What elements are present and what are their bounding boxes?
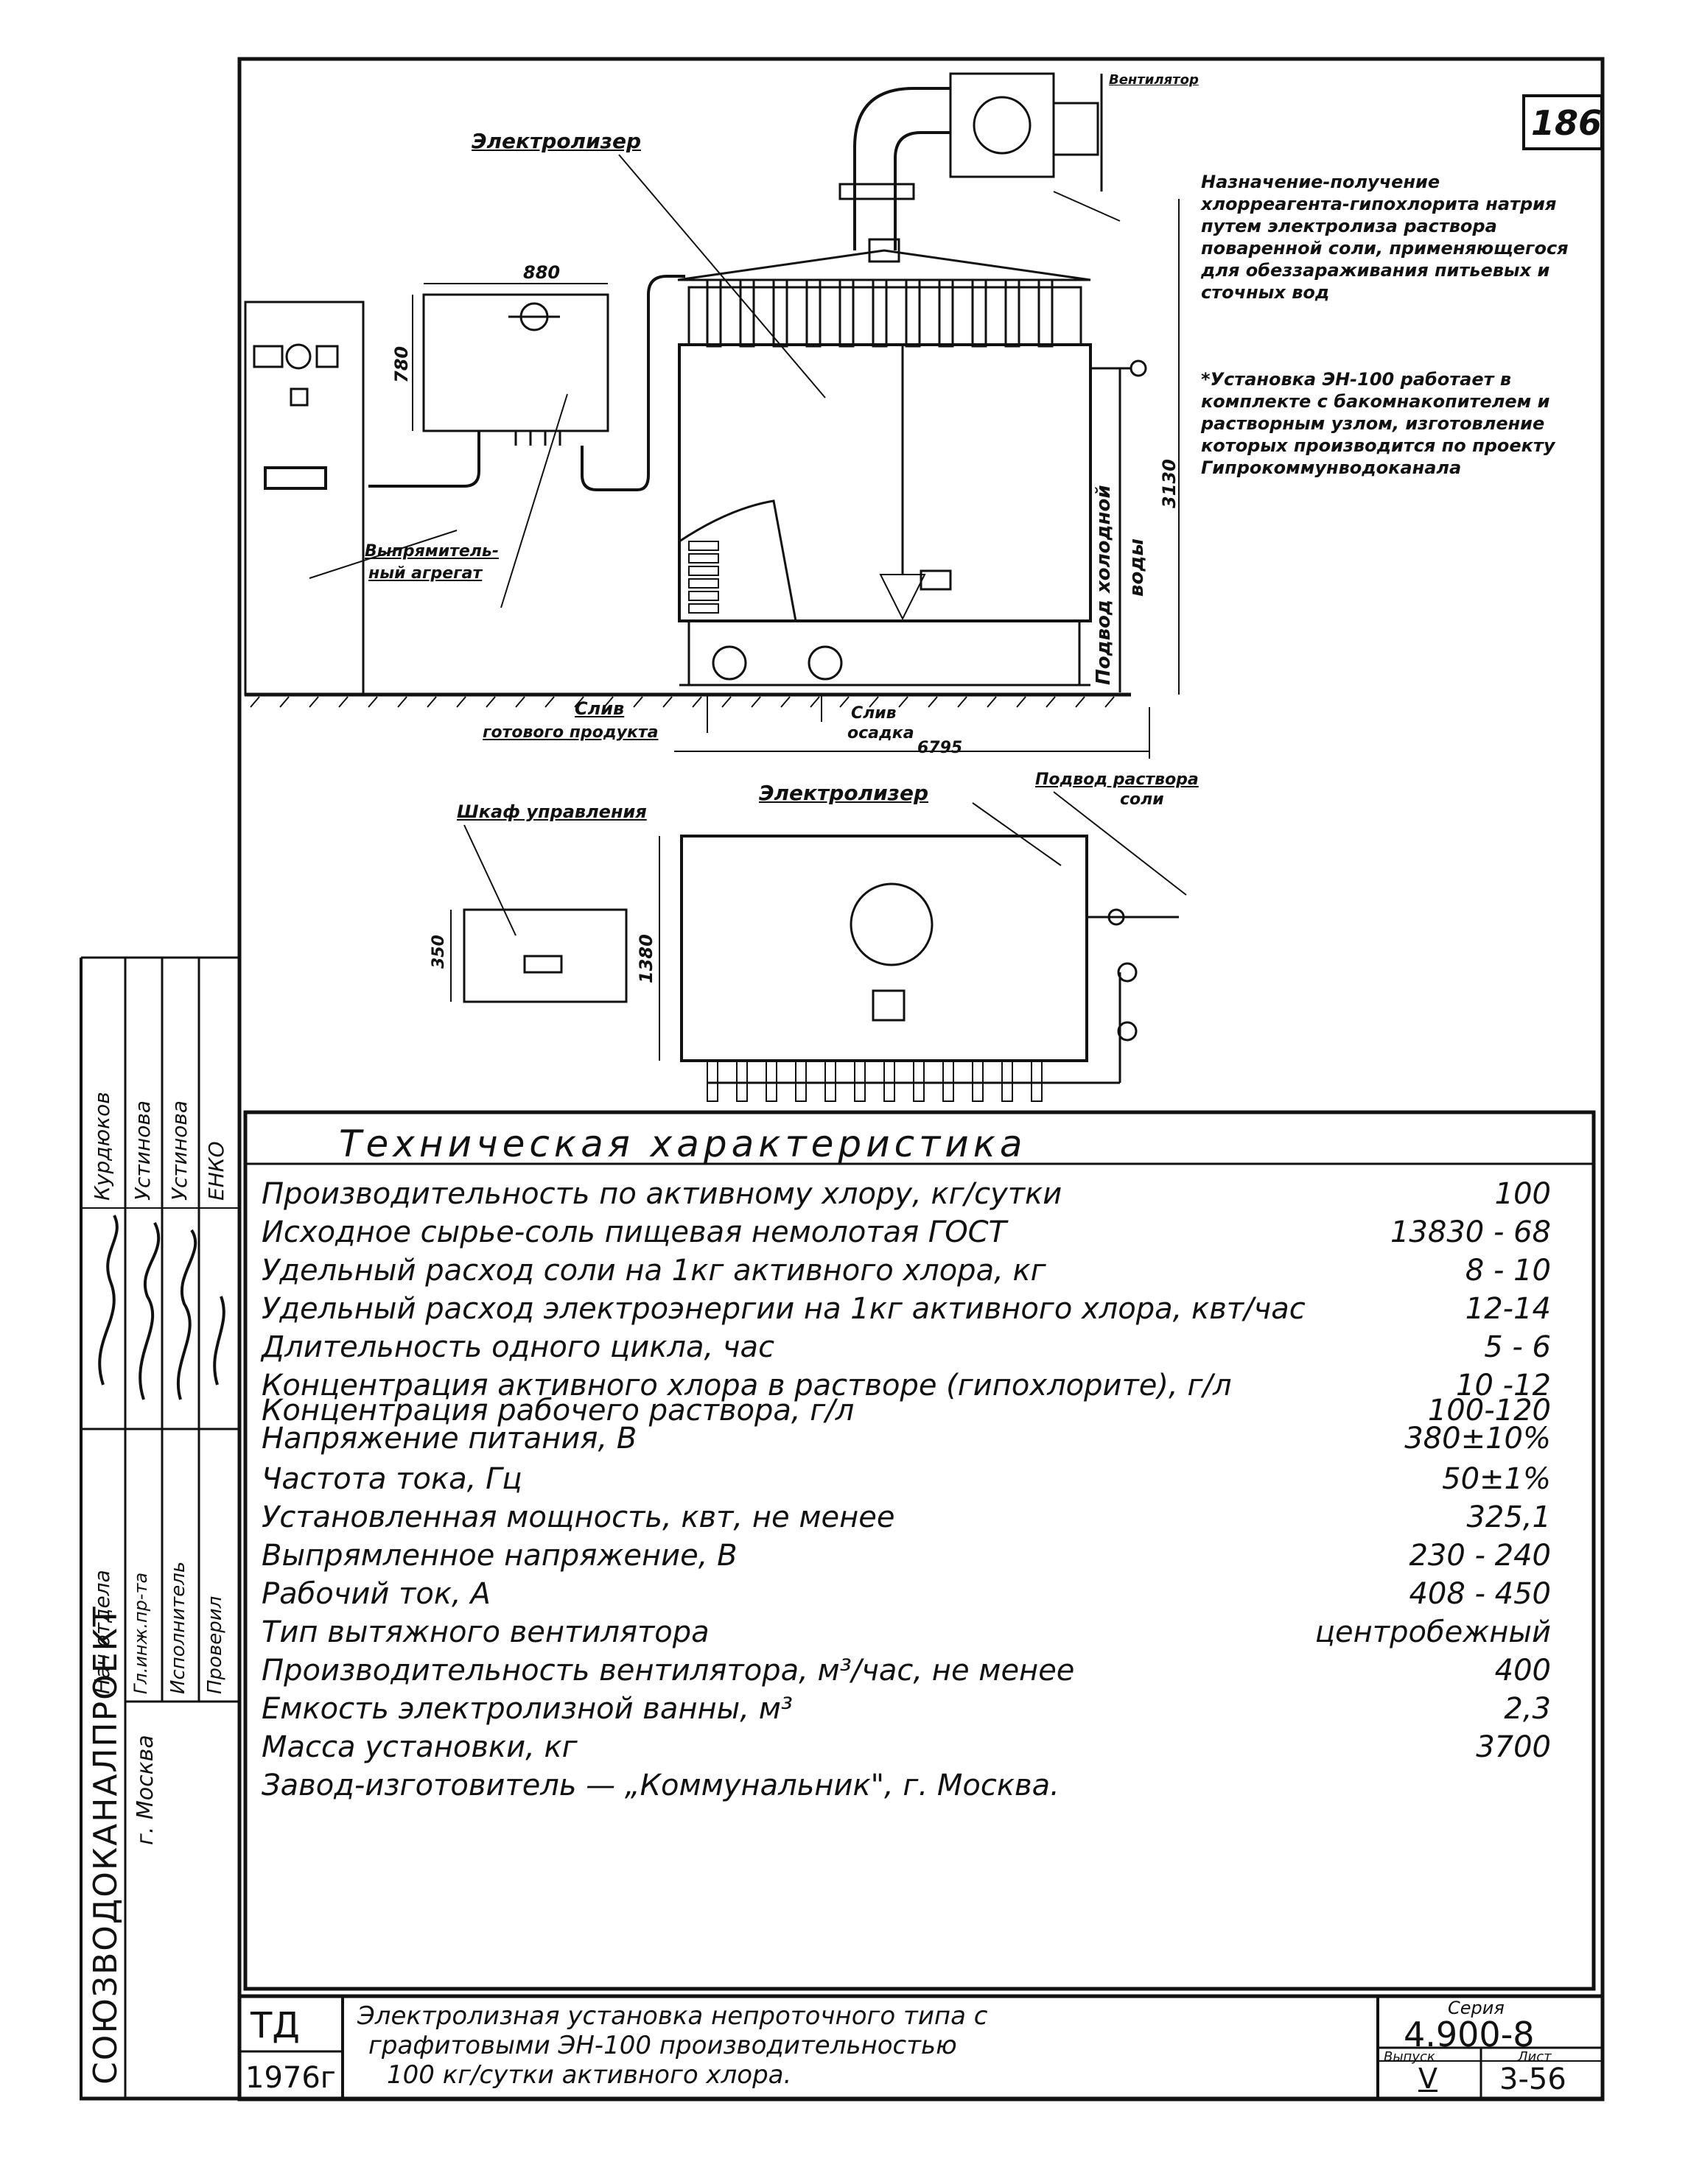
spec-row: Производительность по активному хлору, к…: [262, 1177, 1551, 1215]
label-rectifier-1: Выпрямитель-: [365, 542, 499, 561]
label-salt-solution-1: Подвод раствора: [1035, 770, 1199, 789]
label-control-cabinet: Шкаф управления: [457, 801, 647, 822]
spec-row: Частота тока, Гц 50±1%: [262, 1462, 1551, 1500]
dim-1380: 1380: [636, 934, 656, 983]
dim-350: 350: [430, 935, 448, 969]
spec-label: Производительность вентилятора, м³/час, …: [262, 1654, 1075, 1688]
spec-value: 10 -12: [1456, 1369, 1551, 1402]
spec-row: Исходное сырье-соль пищевая немолотая ГО…: [262, 1215, 1551, 1254]
spec-row: Тип вытяжного вентилятора центробежный: [262, 1615, 1551, 1654]
spec-label: Напряжение питания, В: [262, 1422, 637, 1456]
dim-780: 780: [391, 345, 412, 383]
spec-label: Длительность одного цикла, час: [262, 1330, 775, 1364]
spec-value: 13830 - 68: [1390, 1215, 1551, 1249]
spec-label: Выпрямленное напряжение, В: [262, 1539, 738, 1573]
spec-value: 230 - 240: [1409, 1539, 1551, 1573]
spec-label: Концентрация рабочего раствора, г/л: [262, 1394, 855, 1428]
spec-label: Исходное сырье-соль пищевая немолотая ГО…: [262, 1215, 1007, 1249]
side-name: Устинова: [167, 1100, 192, 1201]
spec-value: 100-120: [1427, 1394, 1551, 1428]
spec-value: 380±10%: [1404, 1422, 1551, 1456]
tb-code: ТД: [251, 2005, 300, 2046]
label-rectifier-2: ный агрегат: [368, 564, 483, 583]
label-drain-product-2: готового продукта: [483, 723, 659, 742]
spec-value: 3700: [1476, 1730, 1551, 1764]
spec-value: 50±1%: [1442, 1462, 1551, 1496]
spec-value: 2,3: [1504, 1692, 1551, 1726]
tb-sheet-label: Лист: [1518, 2049, 1552, 2065]
label-drain-sludge-1: Слив: [851, 704, 897, 723]
side-name: Устинова: [130, 1100, 155, 1201]
spec-value: 100: [1494, 1177, 1551, 1211]
side-name: ЕНКО: [204, 1141, 228, 1201]
label-drain-product-1: Слив: [575, 698, 625, 719]
tb-issue-label: Выпуск: [1384, 2049, 1435, 2065]
side-role: Проверил: [204, 1595, 226, 1694]
spec-label: Производительность по активному хлору, к…: [262, 1177, 1062, 1211]
spec-label: Завод-изготовитель — „Коммунальник", г. …: [262, 1769, 1060, 1802]
spec-title: Техническая характеристика: [339, 1123, 1027, 1165]
spec-value: 408 - 450: [1409, 1577, 1551, 1611]
spec-value: центробежный: [1314, 1615, 1551, 1649]
spec-row: Завод-изготовитель — „Коммунальник", г. …: [262, 1769, 1551, 1807]
label-salt-solution-2: соли: [1120, 790, 1164, 809]
label-cold-water-1: Подвод холодной: [1093, 485, 1115, 685]
label-ventilator: Вентилятор: [1109, 72, 1199, 88]
label-cold-water-2: воды: [1126, 538, 1148, 597]
spec-row: Емкость электролизной ванны, м³ 2,3: [262, 1692, 1551, 1730]
tb-issue: V: [1418, 2062, 1437, 2095]
spec-value: 12-14: [1465, 1292, 1551, 1326]
spec-label: Концентрация активного хлора в растворе …: [262, 1369, 1232, 1402]
spec-label: Установленная мощность, квт, не менее: [262, 1500, 895, 1534]
tb-description-3: 100 кг/сутки активного хлора.: [387, 2060, 792, 2090]
spec-label: Частота тока, Гц: [262, 1462, 522, 1496]
dim-880: 880: [523, 262, 561, 283]
spec-row: Удельный расход электроэнергии на 1кг ак…: [262, 1292, 1551, 1330]
tb-series-label: Серия: [1448, 1998, 1505, 2018]
tb-sheet: 3-56: [1499, 2062, 1566, 2096]
tb-description-1: Электролизная установка непроточного тип…: [357, 2001, 988, 2031]
spec-row: Концентрация рабочего раствора, г/л 100-1…: [262, 1394, 1551, 1432]
dim-6795: 6795: [917, 739, 963, 757]
side-name: Курдюков: [90, 1092, 114, 1201]
signatures: [98, 1215, 225, 1400]
spec-label: Тип вытяжного вентилятора: [262, 1615, 710, 1649]
spec-value: 400: [1494, 1654, 1551, 1688]
spec-row: Длительность одного цикла, час 5 - 6: [262, 1330, 1551, 1369]
tb-year: 1976г: [245, 2061, 336, 2095]
spec-label: Емкость электролизной ванны, м³: [262, 1692, 793, 1726]
tb-description-2: графитовыми ЭН-100 производительностью: [368, 2031, 957, 2060]
spec-label: Удельный расход электроэнергии на 1кг ак…: [262, 1292, 1306, 1326]
spec-row: Установленная мощность, квт, не менее 325…: [262, 1500, 1551, 1539]
installation-note: *Установка ЭН-100 работает в комплекте с…: [1201, 369, 1555, 478]
spec-row: Удельный расход соли на 1кг активного хл…: [262, 1254, 1551, 1292]
spec-label: Рабочий ток, А: [262, 1577, 491, 1611]
tb-series: 4.900-8: [1404, 2015, 1535, 2054]
spec-value: 5 - 6: [1484, 1330, 1551, 1364]
side-role: Исполнитель: [167, 1561, 189, 1694]
side-role: Нач отдела: [90, 1570, 114, 1694]
label-electrolyzer-elevation: Электролизер: [472, 129, 641, 153]
spec-row: Концентрация активного хлора в растворе …: [262, 1369, 1551, 1407]
spec-row: Рабочий ток, А 408 - 450: [262, 1577, 1551, 1615]
spec-value: 325,1: [1466, 1500, 1551, 1534]
label-electrolyzer-plan: Электролизер: [759, 781, 928, 805]
spec-row: Масса установки, кг 3700: [262, 1730, 1551, 1769]
purpose-note: Назначение-получение хлорреагента-гипохл…: [1201, 172, 1569, 303]
spec-row: Выпрямленное напряжение, В 230 - 240: [262, 1539, 1551, 1577]
spec-label: Масса установки, кг: [262, 1730, 578, 1764]
spec-label: Удельный расход соли на 1кг активного хл…: [262, 1254, 1046, 1288]
side-role: Гл.инж.пр-та: [130, 1572, 151, 1694]
spec-row: Напряжение питания, В 380±10%: [262, 1422, 1551, 1460]
spec-value: 8 - 10: [1465, 1254, 1551, 1288]
side-city: г. Москва: [133, 1735, 158, 1845]
sheet-number: 186: [1531, 103, 1603, 143]
label-drain-sludge-2: осадка: [847, 724, 914, 742]
spec-row: Производительность вентилятора, м³/час, …: [262, 1654, 1551, 1692]
dim-3130: 3130: [1159, 459, 1180, 508]
